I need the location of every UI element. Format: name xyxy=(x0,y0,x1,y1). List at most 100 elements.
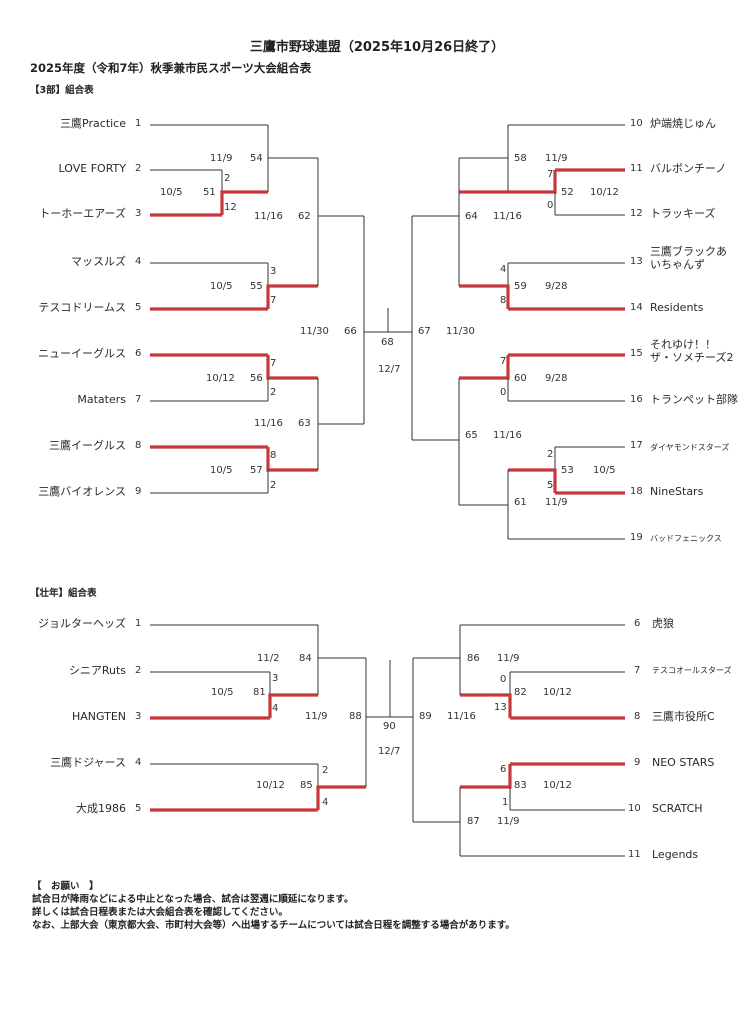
team-number: 2 xyxy=(135,163,142,174)
match-score: 2 xyxy=(322,765,329,776)
team-number: 16 xyxy=(630,394,643,405)
team-number: 4 xyxy=(135,757,142,768)
match-date: 11/2 xyxy=(257,653,280,664)
winner-path xyxy=(266,284,318,309)
team-name: テスコオールスターズ xyxy=(652,666,732,675)
match-date: 11/16 xyxy=(254,418,283,429)
match-number: 81 xyxy=(253,687,266,698)
match-score: 3 xyxy=(270,266,277,277)
team-number: 14 xyxy=(630,302,643,313)
match-number: 85 xyxy=(300,780,313,791)
team-number: 3 xyxy=(135,711,142,722)
match-date: 11/30 xyxy=(300,326,329,337)
team-number: 7 xyxy=(634,665,641,676)
match-score: 7 xyxy=(547,169,554,180)
match-number: 60 xyxy=(514,373,527,384)
match-number: 82 xyxy=(514,687,527,698)
match-number: 54 xyxy=(250,153,263,164)
team-name-line: いちゃんず xyxy=(650,258,705,271)
match-score: 0 xyxy=(500,387,507,398)
team-number: 8 xyxy=(634,711,641,722)
team-number: 5 xyxy=(135,803,142,814)
team-name: バルボンチーノ xyxy=(650,162,727,175)
match-number: 63 xyxy=(298,418,311,429)
match-date: 11/30 xyxy=(446,326,475,337)
team-name: それゆけ！！ザ・ソメチーズ2 xyxy=(650,338,733,364)
match-date: 11/9 xyxy=(545,497,568,508)
team-name: 炉端焼じゅん xyxy=(650,117,716,130)
notes-line-2: 詳しくは試合日程表または大会組合表を確認してください。 xyxy=(32,907,288,918)
match-score: 13 xyxy=(494,702,507,713)
match-score: 2 xyxy=(224,173,231,184)
team-number: 1 xyxy=(135,618,142,629)
team-name: トラッキーズ xyxy=(650,207,716,220)
match-number: 83 xyxy=(514,780,527,791)
page-title: 三鷹市野球連盟（2025年10月26日終了） xyxy=(249,40,505,55)
match-date: 10/12 xyxy=(206,373,235,384)
match-score: 6 xyxy=(500,764,507,775)
match-date: 10/5 xyxy=(211,687,234,698)
notes-line-3: なお、上部大会（東京都大会、市町村大会等）へ出場するチームについては試合日程を調… xyxy=(32,920,515,931)
match-date: 11/16 xyxy=(493,430,522,441)
match-number: 87 xyxy=(467,816,480,827)
team-name: トランペット部隊 xyxy=(650,393,738,406)
match-score: 5 xyxy=(547,480,554,491)
winner-path xyxy=(508,468,557,493)
match-date: 9/28 xyxy=(545,281,568,292)
winner-path xyxy=(220,190,268,215)
match-date: 10/5 xyxy=(160,187,183,198)
team-name-line: ザ・ソメチーズ2 xyxy=(650,351,734,364)
match-number: 52 xyxy=(561,187,574,198)
team-number: 12 xyxy=(630,208,643,219)
team-name-line: それゆけ！！ xyxy=(650,338,716,351)
match-number: 64 xyxy=(465,211,478,222)
match-date: 11/9 xyxy=(497,816,520,827)
team-number: 3 xyxy=(135,208,142,219)
team-number: 9 xyxy=(634,757,641,768)
team-name: ダイヤモンドスターズ xyxy=(650,443,730,452)
team-name: Legends xyxy=(652,848,699,861)
team-name: テスコドリームス xyxy=(38,301,126,314)
team-number: 5 xyxy=(135,302,142,313)
team-name: NEO STARS xyxy=(652,756,715,769)
team-name: シニアRuts xyxy=(68,664,126,677)
team-number: 1 xyxy=(135,118,142,129)
team-number: 10 xyxy=(628,803,641,814)
match-date: 10/12 xyxy=(256,780,285,791)
match-number: 88 xyxy=(349,711,362,722)
team-name-line: 三鷹ブラックあ xyxy=(650,245,727,258)
team-number: 15 xyxy=(630,348,643,359)
match-number: 51 xyxy=(203,187,216,198)
team-number: 8 xyxy=(135,440,142,451)
match-number: 59 xyxy=(514,281,527,292)
match-score: 1 xyxy=(502,797,509,808)
match-number: 86 xyxy=(467,653,480,664)
match-date: 12/7 xyxy=(378,364,401,375)
team-number: 7 xyxy=(135,394,142,405)
match-date: 11/9 xyxy=(210,153,233,164)
match-score: 8 xyxy=(500,295,507,306)
match-score: 4 xyxy=(322,797,329,808)
match-score: 4 xyxy=(500,264,507,275)
match-number: 62 xyxy=(298,211,311,222)
match-score: 12 xyxy=(224,202,237,213)
winner-path xyxy=(459,284,510,309)
team-name: バッドフェニックス xyxy=(650,534,722,543)
team-number: 4 xyxy=(135,256,142,267)
match-score: 2 xyxy=(270,480,277,491)
match-number: 89 xyxy=(419,711,432,722)
team-number: 6 xyxy=(634,618,641,629)
match-number: 66 xyxy=(344,326,357,337)
match-score: 3 xyxy=(272,673,279,684)
team-number: 11 xyxy=(630,163,643,174)
match-date: 11/9 xyxy=(497,653,520,664)
team-name: 三鷹バイオレンス xyxy=(38,485,126,498)
team-name: 三鷹イーグルス xyxy=(49,439,126,452)
team-number: 11 xyxy=(628,849,641,860)
team-name: 三鷹ドジャース xyxy=(50,756,126,769)
match-number: 58 xyxy=(514,153,527,164)
team-name: ニューイーグルス xyxy=(38,347,126,360)
match-number: 90 xyxy=(383,721,396,732)
match-number: 61 xyxy=(514,497,527,508)
section-label-senior: 【壮年】組合表 xyxy=(30,588,97,599)
